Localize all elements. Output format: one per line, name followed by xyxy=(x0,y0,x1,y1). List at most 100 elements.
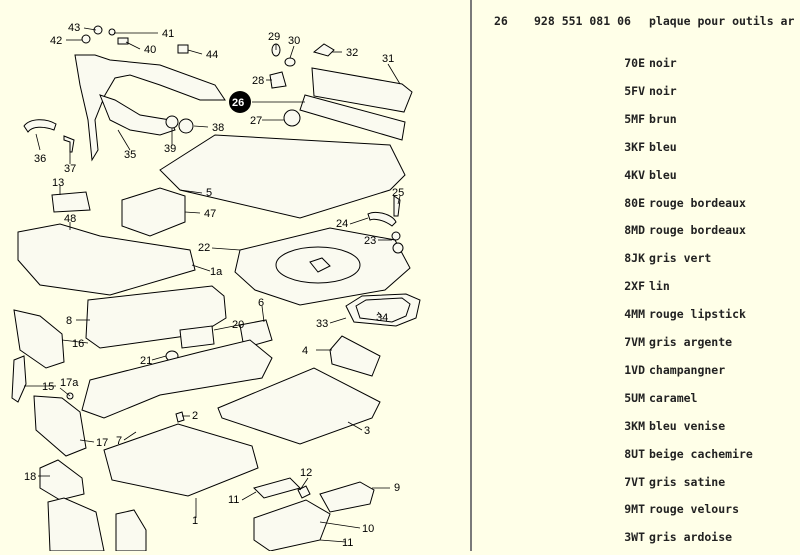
callout-label: 47 xyxy=(204,208,216,220)
color-code: 3WT xyxy=(624,530,645,545)
highlight-marker xyxy=(229,91,251,113)
color-code: 5UM xyxy=(624,390,645,405)
callout-label: 13 xyxy=(52,177,64,189)
callout-label: 22 xyxy=(198,242,210,254)
list-item: 8UT beige cachemire xyxy=(474,447,800,461)
list-item: 70E noir xyxy=(474,56,800,70)
callout-label: 1 xyxy=(192,515,198,527)
list-item: 3KM bleu venise xyxy=(474,419,800,433)
color-description: gris vert xyxy=(649,251,712,266)
callout-label: 48 xyxy=(64,213,76,225)
list-item: 3WT gris ardoise xyxy=(474,530,800,544)
callout-label: 25 xyxy=(392,187,404,199)
callout-label: 20 xyxy=(232,319,244,331)
list-item: 1VD champangner xyxy=(474,363,800,377)
callout-label: 9 xyxy=(394,482,400,494)
color-description: lin xyxy=(649,279,670,294)
callout-label: 10 xyxy=(362,523,374,535)
callout-label: 2 xyxy=(192,410,198,422)
list-item: 5UM caramel xyxy=(474,391,800,405)
list-item: 7VM gris argente xyxy=(474,335,800,349)
callout-label: 33 xyxy=(316,318,328,330)
exploded-view-drawing: 43 42 41 40 44 29 30 32 31 28 26 27 36 3… xyxy=(11,22,421,552)
color-code: 3KF xyxy=(624,139,645,154)
callout-label: 8 xyxy=(66,315,72,327)
callout-label: 24 xyxy=(336,218,348,230)
color-description: rouge velours xyxy=(649,502,740,517)
callout-label: 15 xyxy=(42,381,54,393)
color-description: gris ardoise xyxy=(649,530,733,545)
color-code: 4MM xyxy=(624,307,645,322)
color-description: champangner xyxy=(649,362,726,377)
callout-label: 12 xyxy=(300,467,312,479)
list-item: 9MT rouge velours xyxy=(474,502,800,516)
list-item: 7VT gris satine xyxy=(474,475,800,489)
callout-label: 28 xyxy=(252,75,264,87)
callout-label: 7 xyxy=(116,435,122,447)
parts-diagram: 43 42 41 40 44 29 30 32 31 28 26 27 36 3… xyxy=(11,22,421,552)
color-description: rouge bordeaux xyxy=(649,223,746,238)
color-description: rouge lipstick xyxy=(649,307,746,322)
color-code: 70E xyxy=(624,56,645,70)
color-code: 8MD xyxy=(624,223,645,238)
callout-label: 39 xyxy=(164,143,176,155)
callout-label: 44 xyxy=(206,49,218,61)
callout-label: 4 xyxy=(302,345,308,357)
callout-label: 41 xyxy=(162,28,174,40)
callout-label: 1a xyxy=(210,266,223,278)
color-description: bleu venise xyxy=(649,418,726,433)
item-number: 26 xyxy=(494,14,508,28)
color-code: 5FV xyxy=(624,83,645,98)
callout-label: 40 xyxy=(144,44,156,56)
callout-label: 6 xyxy=(258,297,264,309)
callout-label: 18 xyxy=(24,471,36,483)
color-code: 7VT xyxy=(624,474,645,489)
part-description: plaque pour outils ar xyxy=(649,14,795,28)
list-item: 3KF bleu xyxy=(474,140,800,154)
list-item: 4KV bleu xyxy=(474,168,800,182)
color-code: 9MT xyxy=(624,502,645,517)
callout-label: 27 xyxy=(250,115,262,127)
callout-label-highlighted: 26 xyxy=(232,97,244,109)
list-item: 2XF lin xyxy=(474,279,800,293)
callout-label: 37 xyxy=(64,163,76,175)
color-code: 8UT xyxy=(624,446,645,461)
color-description: caramel xyxy=(649,390,698,405)
color-description: gris argente xyxy=(649,335,733,349)
color-code: 3KM xyxy=(624,418,645,433)
callout-label: 42 xyxy=(50,35,62,47)
callout-label: 17 xyxy=(96,437,108,449)
color-code: 1VD xyxy=(624,362,645,377)
color-description: gris satine xyxy=(649,474,726,489)
list-item: 4MM rouge lipstick xyxy=(474,307,800,321)
callout-label: 21 xyxy=(140,355,152,367)
color-description: bleu xyxy=(649,139,677,154)
callout-label: 11 xyxy=(342,537,353,549)
callout-label: 38 xyxy=(212,122,224,134)
color-code: 7VM xyxy=(624,335,645,349)
callout-label: 32 xyxy=(346,47,358,59)
color-code: 2XF xyxy=(624,279,645,294)
callout-label: 30 xyxy=(288,35,300,47)
list-item: 8MD rouge bordeaux xyxy=(474,223,800,237)
callout-label: 23 xyxy=(364,235,376,247)
parts-list: 26 928 551 081 06 plaque pour outils ar … xyxy=(474,0,800,551)
color-code: 5MF xyxy=(624,111,645,126)
color-code: 4KV xyxy=(624,167,645,182)
color-description: rouge bordeaux xyxy=(649,195,746,210)
parts-list-header: 26 928 551 081 06 plaque pour outils ar xyxy=(474,14,800,28)
callout-label: 11 xyxy=(228,494,239,506)
callout-label: 31 xyxy=(382,53,394,65)
color-description: bleu xyxy=(649,167,677,182)
callout-label: 5 xyxy=(206,187,212,199)
callout-label: 17a xyxy=(60,377,79,389)
color-description: noir xyxy=(649,56,677,70)
part-number: 928 551 081 06 xyxy=(534,14,631,28)
callout-label: 29 xyxy=(268,31,280,43)
color-description: beige cachemire xyxy=(649,446,753,461)
callout-label: 35 xyxy=(124,149,136,161)
